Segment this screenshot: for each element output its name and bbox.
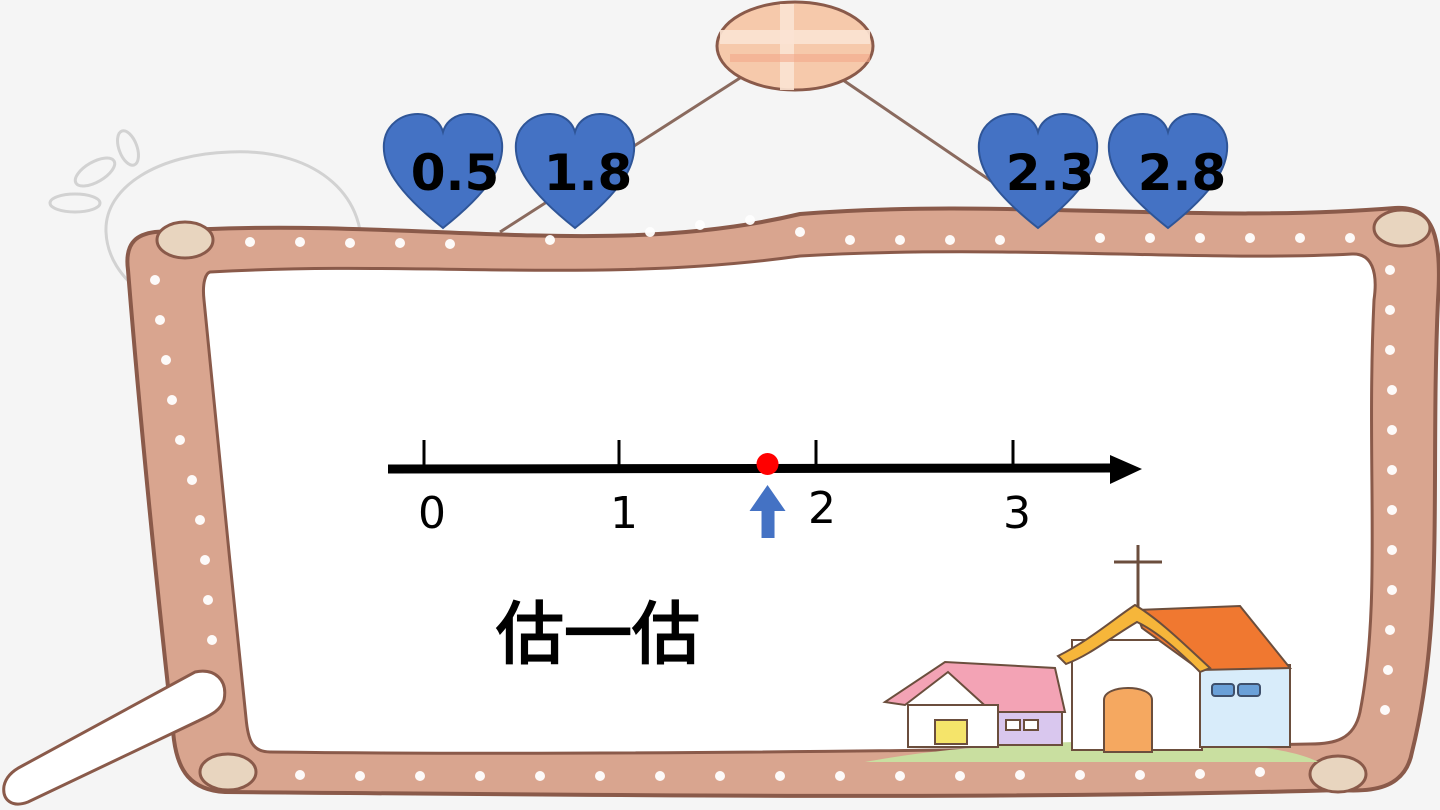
magnifier-handle-decoration [2, 669, 227, 806]
heart-label-1: 1.8 [544, 144, 633, 202]
hanging-knob-decoration [499, 0, 1061, 234]
axis-arrowhead [1110, 455, 1142, 484]
marked-point-up-arrow-icon [749, 485, 786, 538]
number-line-axis [387, 463, 1116, 474]
slide-title: 估一估 [495, 596, 700, 675]
heart-label-2: 2.3 [1006, 144, 1095, 202]
tick-label-1: 1 [610, 488, 638, 539]
heart-1: 1.8 [514, 112, 636, 230]
tick-label-0: 0 [418, 488, 446, 539]
heart-0: 0.5 [382, 112, 504, 230]
marked-point-dot [756, 453, 779, 475]
houses-decoration [865, 545, 1318, 762]
heart-label-0: 0.5 [411, 144, 500, 202]
heart-3: 2.8 [1107, 112, 1229, 230]
heart-group: 0.5 1.8 2.3 2.8 [382, 112, 1229, 230]
heart-2: 2.3 [977, 112, 1099, 230]
tick-label-2: 2 [808, 483, 836, 534]
number-line: 0 1 2 3 [387, 440, 1142, 539]
heart-label-3: 2.8 [1138, 144, 1227, 202]
tick-label-3: 3 [1003, 488, 1031, 539]
